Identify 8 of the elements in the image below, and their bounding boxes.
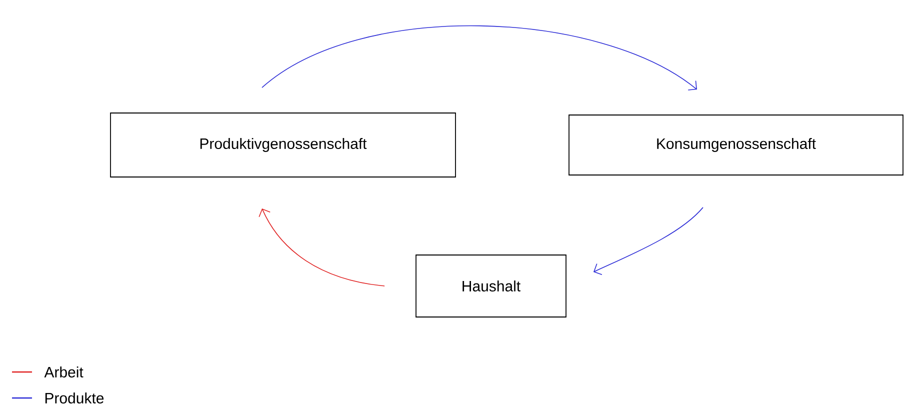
process-box: Konsumgenossenschaft: [568, 114, 904, 176]
process-box: Haushalt: [416, 254, 566, 318]
arrow: [258, 208, 385, 286]
legend-label: Arbeit: [44, 366, 84, 378]
arrow: [262, 25, 697, 90]
legend-label: Produkte: [45, 392, 104, 404]
process-box: Produktivgenossenschaft: [110, 112, 456, 178]
arrow: [593, 207, 704, 276]
